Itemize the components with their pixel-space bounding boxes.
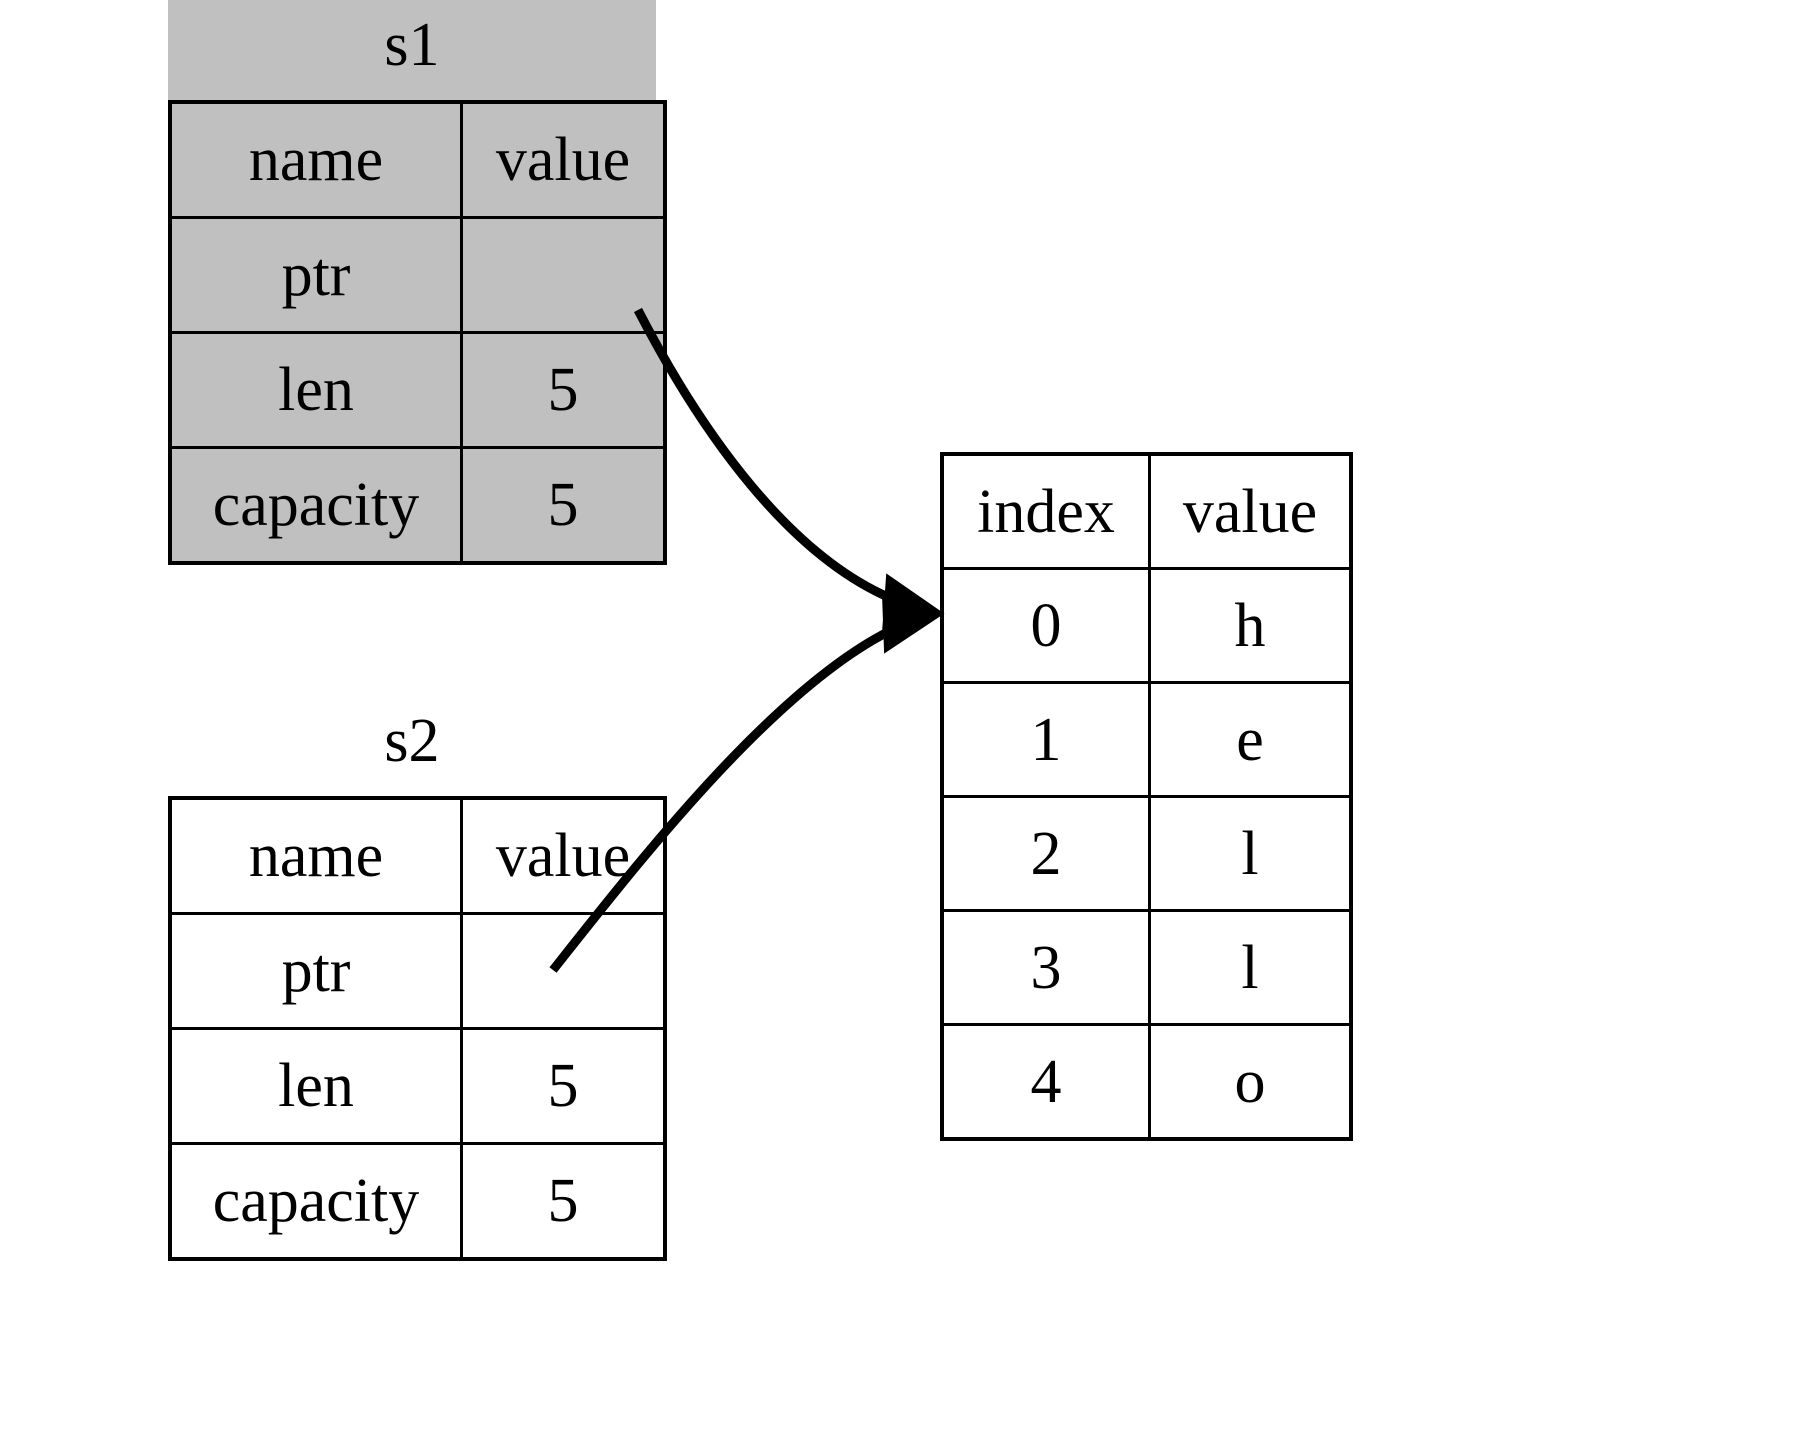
- struct-s1-field-len-value: 5: [460, 331, 667, 449]
- struct-s1-field-ptr-value: [460, 216, 667, 334]
- array-row-2-value: l: [1148, 795, 1353, 912]
- struct-s2-header-value: value: [460, 796, 667, 915]
- struct-s2: s2 name value ptr len 5 capacity 5: [168, 696, 667, 1436]
- struct-s1-field-capacity-name: capacity: [168, 446, 463, 565]
- array-row-2-index: 2: [940, 795, 1151, 912]
- heap-array-table: index value 0 h 1 e 2 l 3 l 4 o: [940, 452, 1353, 1141]
- array-row-0-value: h: [1148, 567, 1353, 684]
- table-row: capacity 5: [168, 1142, 667, 1261]
- struct-s2-header-name: name: [168, 796, 463, 915]
- struct-s2-table: name value ptr len 5 capacity 5: [168, 796, 667, 1261]
- array-row-1-value: e: [1148, 681, 1353, 798]
- struct-s1-field-ptr-name: ptr: [168, 216, 463, 334]
- array-row-3-index: 3: [940, 909, 1151, 1026]
- table-row: ptr: [168, 216, 667, 334]
- s1-ptr-arrowhead-icon: [881, 573, 945, 636]
- table-row: ptr: [168, 912, 667, 1030]
- struct-s2-field-ptr-name: ptr: [168, 912, 463, 1030]
- table-row: name value: [168, 100, 667, 219]
- struct-s2-title: s2: [384, 707, 440, 775]
- struct-s1-title: s1: [384, 11, 440, 79]
- table-row: 1 e: [940, 681, 1353, 798]
- struct-s1-field-len-name: len: [168, 331, 463, 449]
- table-row: 2 l: [940, 795, 1353, 912]
- table-row: len 5: [168, 1027, 667, 1145]
- struct-s2-field-len-value: 5: [460, 1027, 667, 1145]
- struct-s2-field-capacity-value: 5: [460, 1142, 667, 1261]
- struct-s2-field-ptr-value: [460, 912, 667, 1030]
- s2-ptr-arrowhead-icon: [881, 591, 945, 654]
- array-row-4-value: o: [1148, 1023, 1353, 1141]
- array-row-1-index: 1: [940, 681, 1151, 798]
- struct-s2-field-capacity-name: capacity: [168, 1142, 463, 1261]
- struct-s1-header-value: value: [460, 100, 667, 219]
- array-row-0-index: 0: [940, 567, 1151, 684]
- array-row-4-index: 4: [940, 1023, 1151, 1141]
- table-row: 0 h: [940, 567, 1353, 684]
- struct-s1: s1 name value ptr len 5 capacity 5: [168, 0, 667, 565]
- struct-s2-field-len-name: len: [168, 1027, 463, 1145]
- table-row: index value: [940, 452, 1353, 570]
- s1-ptr-edge-line: [634, 307, 902, 607]
- table-row: len 5: [168, 331, 667, 449]
- table-row: 3 l: [940, 909, 1353, 1026]
- struct-s1-table: name value ptr len 5 capacity 5: [168, 100, 667, 565]
- array-header-value: value: [1148, 452, 1353, 570]
- table-row: name value: [168, 796, 667, 915]
- struct-s1-field-capacity-value: 5: [460, 446, 667, 565]
- array-row-3-value: l: [1148, 909, 1353, 1026]
- table-row: capacity 5: [168, 446, 667, 565]
- table-row: 4 o: [940, 1023, 1353, 1141]
- struct-s1-header-name: name: [168, 100, 463, 219]
- heap-array: index value 0 h 1 e 2 l 3 l 4 o: [940, 452, 1353, 1141]
- array-header-index: index: [940, 452, 1151, 570]
